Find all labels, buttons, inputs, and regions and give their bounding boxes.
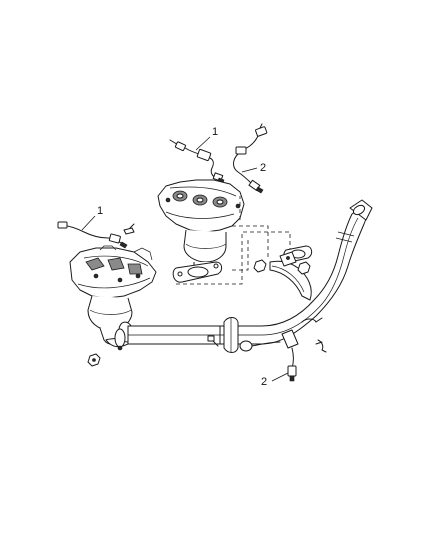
front-exhaust-manifold xyxy=(69,245,157,299)
hanger-bracket-left xyxy=(207,335,219,347)
pipe-clamp xyxy=(223,317,239,353)
callout-1-top-label: 1 xyxy=(212,126,218,138)
y-pipe xyxy=(219,199,373,345)
nut-rear xyxy=(253,259,267,273)
callout-2-bottom-label: 2 xyxy=(261,376,267,388)
callout-1-left: 1 xyxy=(81,205,103,231)
rear-flange-gasket xyxy=(172,261,223,283)
assembly-line-rear xyxy=(176,231,291,285)
oxygen-sensor-downstream-rear xyxy=(233,123,268,194)
oxygen-sensor-upstream-front xyxy=(57,221,135,249)
rear-pipe-flange xyxy=(279,245,313,267)
callout-2-top: 2 xyxy=(241,162,266,174)
callout-2-bottom: 2 xyxy=(261,371,291,388)
callout-2-top-label: 2 xyxy=(260,162,266,174)
front-exhaust-pipe xyxy=(105,321,221,351)
nut-right xyxy=(297,261,311,275)
nut-lower-left xyxy=(87,353,101,367)
assembly-line-rear-2 xyxy=(232,225,269,258)
callout-1-top: 1 xyxy=(195,126,218,151)
oxygen-sensor-upstream-rear xyxy=(169,139,225,184)
oxygen-sensor-downstream-front xyxy=(239,329,299,382)
assembly-line-rear-3 xyxy=(232,240,249,271)
hanger-bracket-right xyxy=(301,317,323,323)
callout-1-left-label: 1 xyxy=(97,205,103,217)
rear-exhaust-manifold xyxy=(157,179,245,233)
clip-right xyxy=(315,339,327,353)
